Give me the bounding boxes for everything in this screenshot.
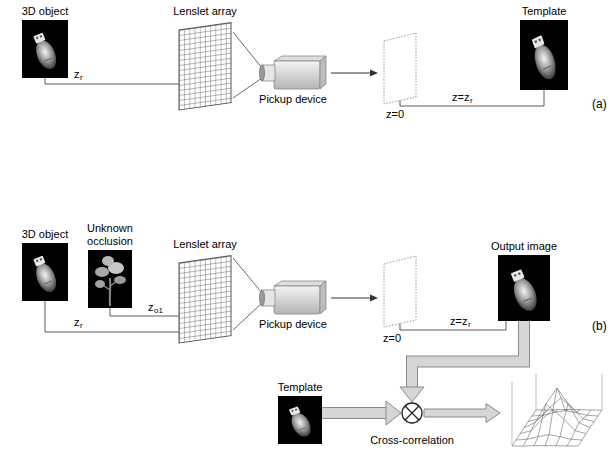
template-image-graphic (520, 20, 568, 90)
pickup-camera-graphic (260, 281, 327, 314)
pickup-camera: Pickup device (258, 280, 328, 331)
lenslet-array: Lenslet array (173, 5, 237, 112)
object-image-graphic (22, 20, 68, 78)
panel-label: (b) (592, 320, 607, 333)
arrow-shaft (412, 321, 524, 388)
object-image: 3D object (22, 228, 68, 301)
object-image: 3D object (22, 5, 68, 78)
lenslet-array-graphic (179, 23, 231, 110)
node-heading: 3D object (22, 228, 68, 241)
object-image-graphic (22, 243, 68, 301)
subscript: o1 (154, 306, 163, 315)
pickup-camera-picture (258, 55, 328, 91)
block-arrow (322, 401, 401, 425)
node-heading: Template (522, 5, 567, 18)
lenslet-array: Lenslet array (173, 238, 237, 345)
display-plane (384, 33, 416, 327)
subscript: r (80, 321, 83, 330)
object-image-picture (22, 20, 68, 78)
dimension-lines (45, 78, 544, 332)
distance-symbol: z (148, 301, 154, 313)
template-image-picture (278, 396, 322, 444)
distance-symbol: z (74, 316, 80, 328)
distance-symbol: z (74, 68, 80, 80)
lenslet-array-graphic (179, 256, 231, 343)
plane-label: z=0 (386, 108, 404, 120)
output-image-picture (498, 255, 550, 321)
template-image: Template (520, 5, 568, 90)
node-heading: Pickup device (259, 318, 327, 331)
block-arrow (424, 404, 500, 423)
template-image-graphic (278, 396, 322, 444)
node-heading: Cross-correlation (370, 434, 454, 447)
plane-label: z=0 (383, 332, 401, 344)
pickup-camera: Pickup device (258, 55, 328, 106)
template-image: Template (278, 381, 323, 444)
node-heading: Lenslet array (173, 5, 237, 18)
correlation-operator-graphic (402, 403, 422, 423)
output-image-graphic (498, 255, 550, 321)
arrow-outline (322, 407, 387, 419)
node-heading: Output image (491, 240, 557, 253)
node-heading: 3D object (22, 5, 68, 18)
occlusion-image-picture (88, 250, 132, 308)
arrow-outline (412, 321, 524, 388)
distance-label: z=z (452, 91, 469, 103)
output-image: Output image (491, 240, 557, 321)
correlation-plot (512, 374, 602, 446)
object-image-picture (22, 243, 68, 301)
lenslet-array-picture (177, 253, 233, 345)
correlation-operator-picture (401, 402, 423, 424)
arrow-head (386, 401, 401, 425)
node-heading: Lenslet array (173, 238, 237, 251)
node-heading: Pickup device (259, 93, 327, 106)
pickup-arrow (331, 70, 378, 302)
arrow-shaft (322, 408, 387, 418)
arrow-head (400, 387, 424, 402)
occlusion-image: Unknown occlusion (84, 222, 136, 308)
ray-lines (233, 32, 262, 330)
node-heading: Template (278, 381, 323, 394)
template-image-picture (520, 20, 568, 90)
pickup-camera-picture (258, 280, 328, 316)
pickup-camera-graphic (260, 56, 327, 89)
correlation-operator: Cross-correlation (370, 402, 454, 447)
subscript: r (80, 73, 83, 82)
lenslet-array-picture (177, 20, 233, 112)
block-arrow (400, 321, 524, 402)
occlusion-image-graphic (88, 250, 132, 308)
node-heading: Unknown occlusion (84, 222, 136, 248)
subscript: r (468, 320, 471, 329)
panel-label: (a) (592, 98, 607, 111)
distance-label: z=z (450, 315, 467, 327)
subscript: r (470, 96, 473, 105)
